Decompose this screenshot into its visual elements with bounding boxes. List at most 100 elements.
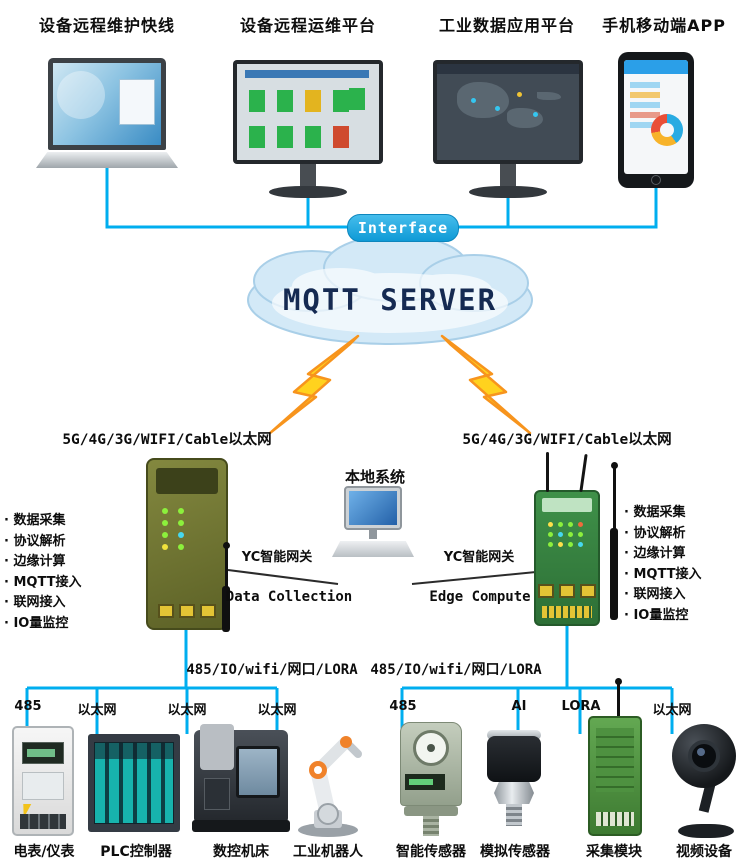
lightning-bolt-icons bbox=[268, 334, 532, 435]
right-port-lora: LORA bbox=[561, 699, 601, 714]
feature-item: IO量监控 bbox=[4, 614, 82, 635]
device-label-cnc: 数控机床 bbox=[213, 844, 269, 860]
scada-screen bbox=[237, 64, 379, 160]
plc-controller-device bbox=[88, 734, 180, 832]
transmitter-head bbox=[487, 736, 541, 782]
left-gateway-name: YC智能网关 bbox=[241, 550, 313, 565]
right-gateway-device bbox=[534, 452, 600, 626]
monitor-frame bbox=[233, 60, 383, 164]
phone-screen bbox=[624, 60, 688, 174]
left-gateway-antenna bbox=[222, 542, 232, 632]
mqtt-cloud-shape bbox=[247, 234, 533, 345]
feature-item: MQTT接入 bbox=[4, 573, 81, 594]
pc-screen bbox=[349, 491, 397, 525]
feature-item: 边缘计算 bbox=[4, 552, 82, 573]
cnc-machine-device bbox=[192, 724, 290, 836]
laptop-screen bbox=[48, 58, 166, 150]
gateway-to-local-links bbox=[227, 569, 537, 585]
transmitter-hex-nut bbox=[494, 782, 534, 804]
collection-module-device bbox=[588, 716, 642, 836]
cnc-control-head bbox=[200, 724, 234, 770]
module-antenna bbox=[614, 678, 624, 718]
feature-item: 协议解析 bbox=[624, 524, 702, 545]
feature-item: IO量监控 bbox=[624, 606, 702, 627]
gateway-ethernet-ports bbox=[158, 604, 216, 618]
pc-monitor bbox=[344, 486, 402, 530]
monitor-base bbox=[469, 186, 547, 198]
sensor-gauge bbox=[413, 730, 449, 766]
camera-base bbox=[678, 824, 734, 838]
industrial-robot-device bbox=[298, 736, 362, 837]
feature-item: 联网接入 bbox=[624, 585, 702, 606]
smart-sensor-device bbox=[394, 722, 468, 836]
local-system-label: 本地系统 bbox=[344, 468, 405, 486]
left-gateway-device bbox=[146, 458, 228, 630]
gateway-led-indicators bbox=[548, 522, 553, 527]
plc-modules bbox=[94, 742, 174, 824]
video-camera-device bbox=[662, 724, 746, 838]
device-label-video: 视频设备 bbox=[676, 844, 732, 860]
phone-list-rows bbox=[630, 82, 660, 88]
platform-label-mobile-app: 手机移动端APP bbox=[602, 16, 726, 35]
right-gateway-name: YC智能网关 bbox=[443, 550, 515, 565]
phone-home-button bbox=[651, 175, 661, 185]
feature-item: 边缘计算 bbox=[624, 544, 702, 565]
left-port-ethernet-2: 以太网 bbox=[167, 703, 207, 718]
right-port-485: 485 bbox=[389, 699, 417, 714]
feature-item: 协议解析 bbox=[4, 532, 82, 553]
right-lightning-icon bbox=[440, 334, 532, 435]
platform-label-industrial-data: 工业数据应用平台 bbox=[438, 16, 575, 35]
laptop-device bbox=[36, 58, 178, 168]
left-port-ethernet-1: 以太网 bbox=[77, 703, 117, 718]
right-port-ethernet: 以太网 bbox=[652, 703, 692, 718]
left-port-ethernet-3: 以太网 bbox=[257, 703, 297, 718]
feature-item: MQTT接入 bbox=[624, 565, 701, 586]
meter-dial bbox=[22, 772, 64, 800]
left-gateway-feature-list: 数据采集 协议解析 边缘计算 MQTT接入 联网接入 IO量监控 bbox=[4, 511, 82, 635]
laptop-base bbox=[36, 152, 178, 168]
phone-header-bar bbox=[624, 60, 688, 74]
monitor-frame bbox=[433, 60, 583, 164]
right-uplink-label: 5G/4G/3G/WIFI/Cable以太网 bbox=[462, 432, 672, 448]
left-bus-label: 485/IO/wifi/网口/LORA bbox=[186, 662, 358, 678]
gateway-led-indicators bbox=[162, 508, 168, 514]
gateway-terminal-strip bbox=[542, 606, 592, 618]
transmitter-cap bbox=[487, 730, 541, 740]
left-port-485: 485 bbox=[14, 699, 42, 714]
device-label-robot: 工业机器人 bbox=[293, 844, 363, 860]
feature-item: 数据采集 bbox=[624, 503, 702, 524]
sensor-flange bbox=[404, 806, 458, 816]
donut-chart-icon bbox=[651, 114, 683, 146]
local-system-computer bbox=[330, 486, 416, 568]
right-port-ai: AI bbox=[511, 699, 527, 714]
left-lightning-icon bbox=[268, 334, 360, 435]
gateway-antenna-small bbox=[546, 452, 549, 492]
device-label-meter: 电表/仪表 bbox=[13, 844, 75, 860]
right-gateway-caption: Edge Compute bbox=[429, 589, 531, 605]
device-label-plc: PLC控制器 bbox=[100, 844, 172, 860]
gateway-label-panel bbox=[542, 498, 592, 512]
left-uplink-label: 5G/4G/3G/WIFI/Cable以太网 bbox=[62, 432, 272, 448]
sensor-stem bbox=[423, 816, 439, 836]
map-screen bbox=[437, 64, 579, 160]
feature-item: 数据采集 bbox=[4, 511, 82, 532]
operations-platform-monitor bbox=[233, 60, 383, 200]
analog-transmitter-device bbox=[482, 730, 546, 830]
device-label-analog-sensor: 模拟传感器 bbox=[480, 844, 550, 860]
pc-keyboard bbox=[332, 541, 414, 557]
sensor-display bbox=[405, 774, 445, 790]
cnc-control-panel bbox=[204, 778, 230, 810]
mobile-phone-device bbox=[618, 52, 694, 188]
platform-label-operations: 设备远程运维平台 bbox=[239, 16, 376, 35]
monitor-neck bbox=[500, 164, 516, 186]
camera-lens-icon bbox=[688, 740, 720, 772]
data-platform-monitor bbox=[433, 60, 583, 200]
right-external-antenna bbox=[610, 462, 622, 632]
meter-display bbox=[22, 742, 64, 764]
right-bus-label: 485/IO/wifi/网口/LORA bbox=[370, 662, 542, 678]
gateway-label-panel bbox=[156, 468, 218, 494]
right-gateway-feature-list: 数据采集 协议解析 边缘计算 MQTT接入 联网接入 IO量监控 bbox=[624, 503, 702, 627]
monitor-base bbox=[269, 186, 347, 198]
